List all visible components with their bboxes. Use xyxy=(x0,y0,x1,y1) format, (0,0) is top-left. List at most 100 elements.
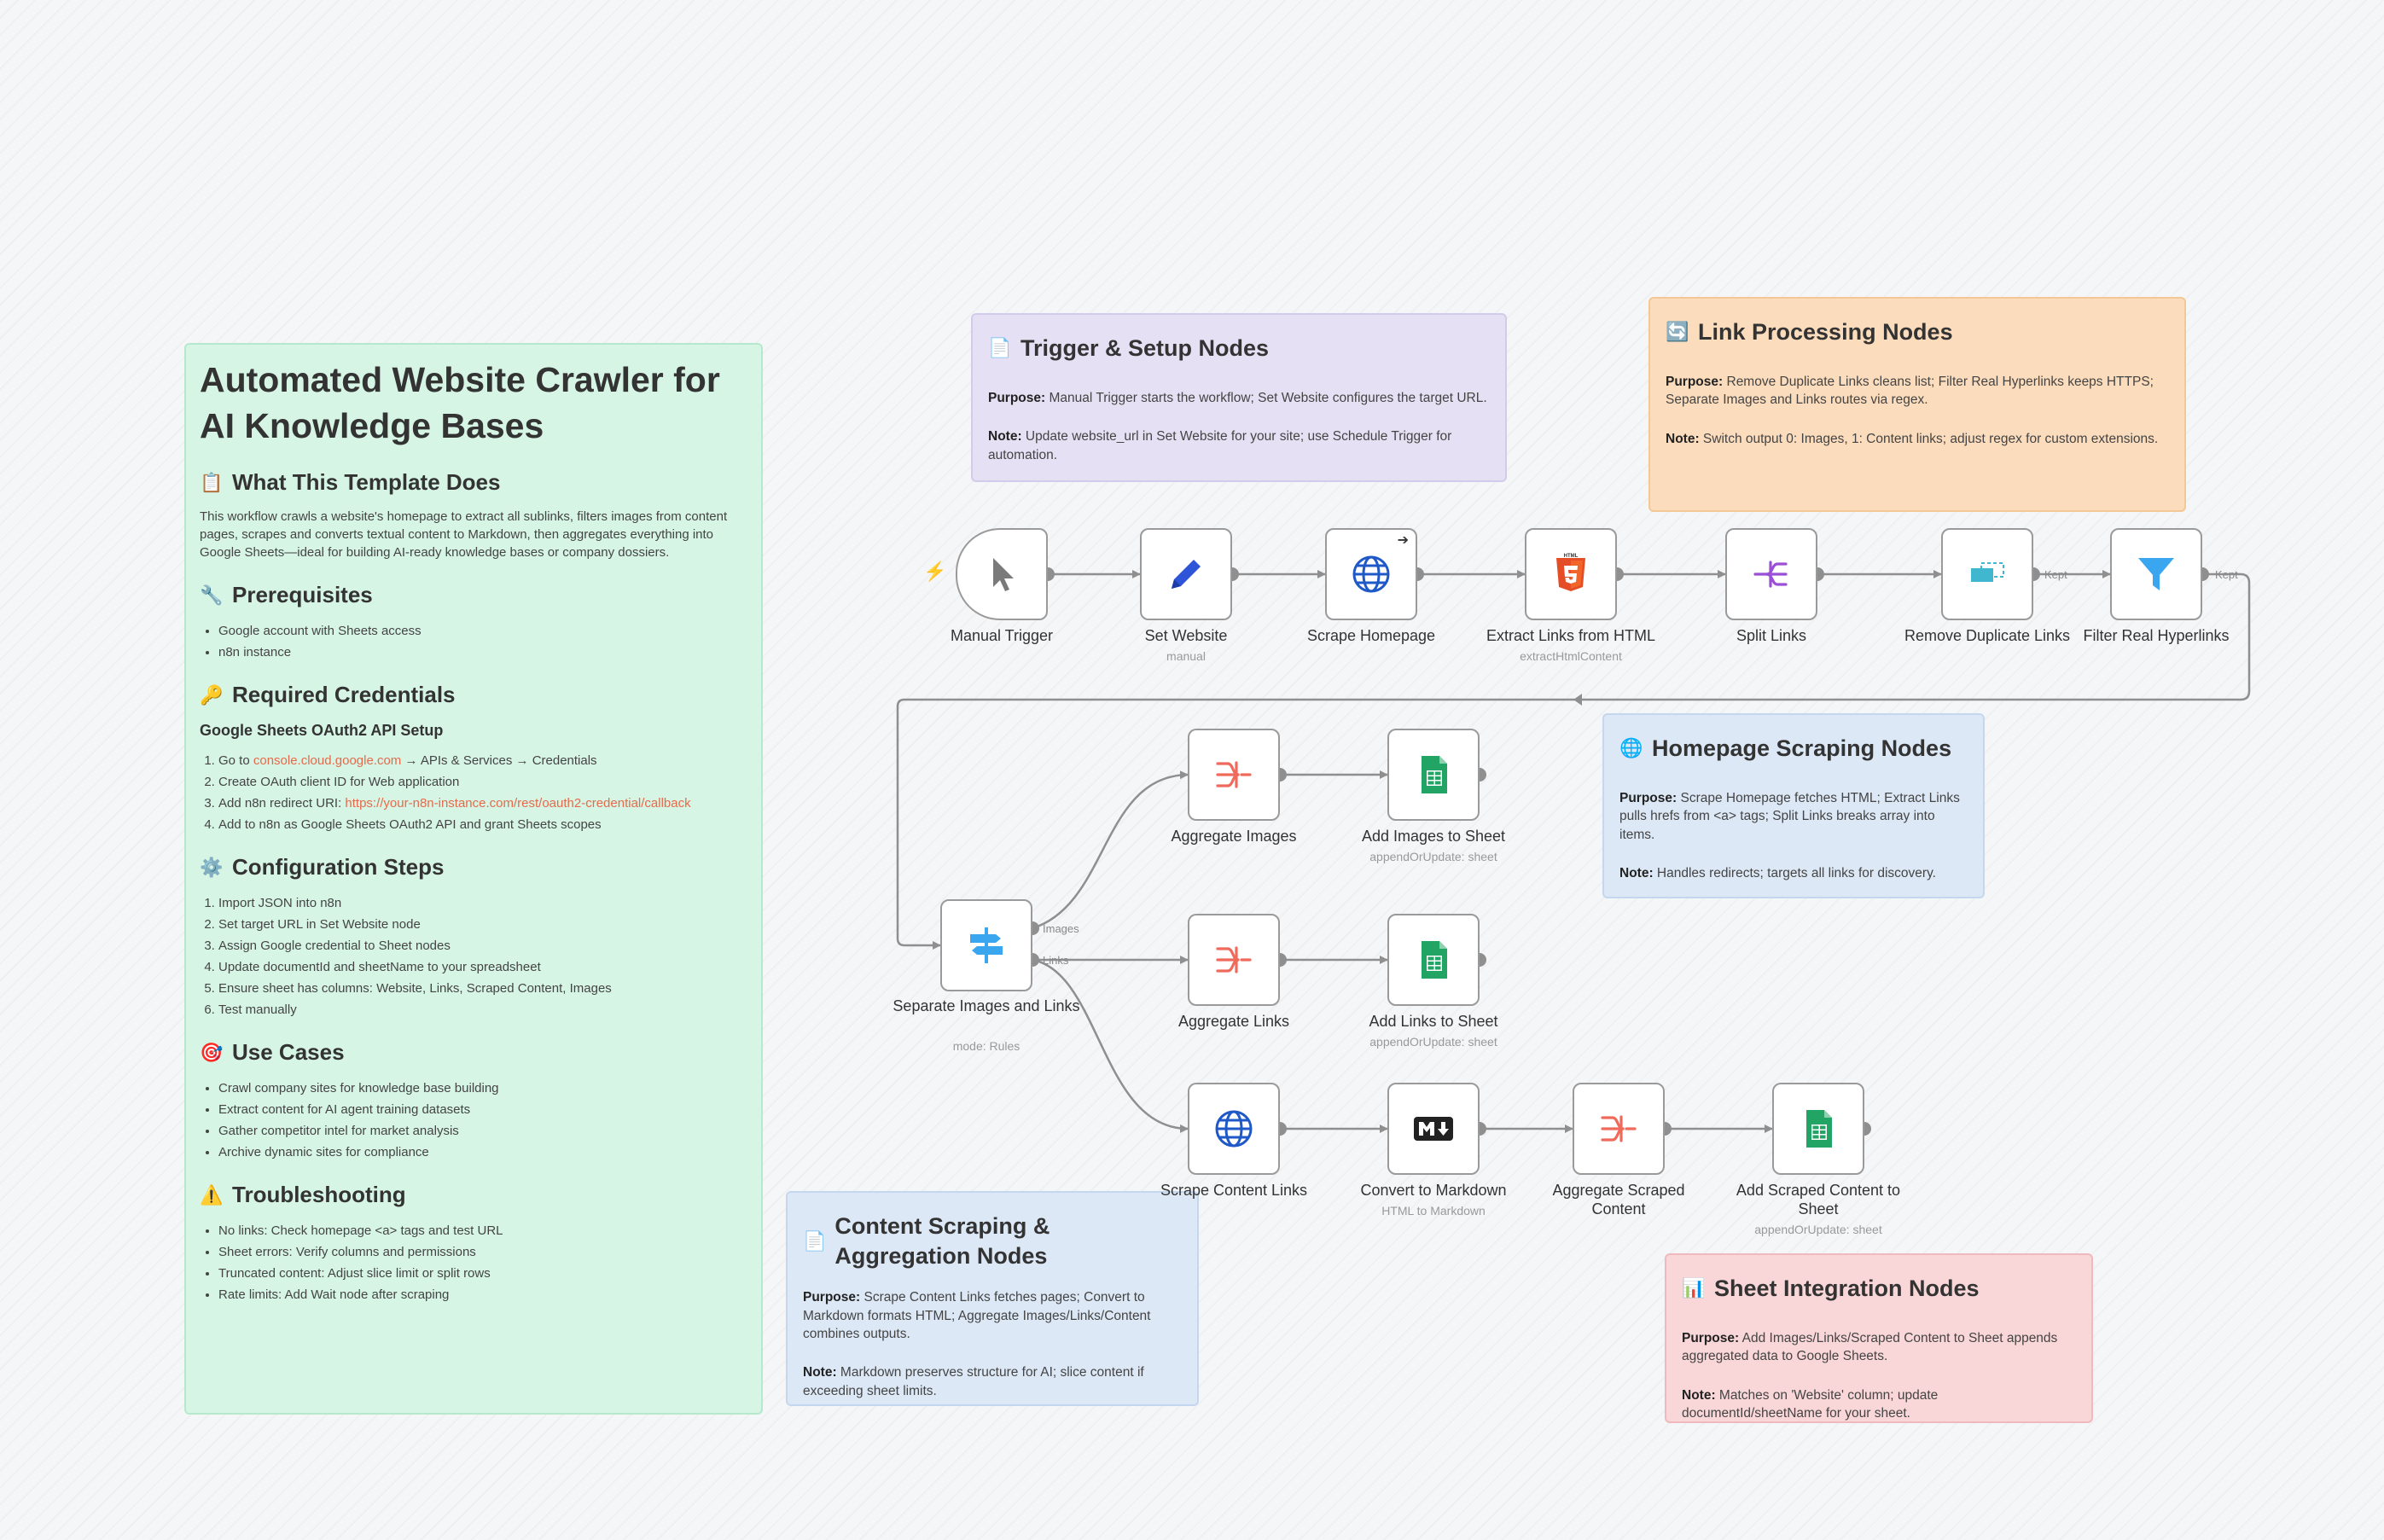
node-extract-links[interactable]: HTML xyxy=(1525,528,1617,620)
node-label: Set Website xyxy=(1144,627,1228,644)
overview-title: Automated Website Crawler for AI Knowled… xyxy=(200,360,720,445)
aggregate-icon xyxy=(1601,1115,1637,1142)
node-remove-duplicate-links[interactable] xyxy=(1941,528,2033,620)
list-item: Ensure sheet has columns: Website, Links… xyxy=(218,978,747,999)
markdown-icon xyxy=(1414,1117,1453,1141)
sticky-note-overview[interactable]: Automated Website Crawler for AI Knowled… xyxy=(184,343,763,1415)
node-add-links-to-sheet[interactable] xyxy=(1387,914,1480,1006)
node-filter-real-hyperlinks[interactable] xyxy=(2110,528,2202,620)
node-subtitle: mode: Rules xyxy=(952,1039,1020,1053)
prereq-list: Google account with Sheets access n8n in… xyxy=(200,620,747,663)
list-item: Add n8n redirect URI: https://your-n8n-i… xyxy=(218,793,747,814)
remove-duplicates-icon xyxy=(1971,562,2004,582)
node-label: Convert to Markdown xyxy=(1360,1182,1507,1199)
node-add-scraped-content-to-sheet[interactable] xyxy=(1772,1083,1864,1175)
node-aggregate-images[interactable] xyxy=(1188,729,1280,821)
node-subtitle: appendOrUpdate: sheet xyxy=(1369,1035,1497,1049)
sticky-purpose: Purpose: Remove Duplicate Links cleans l… xyxy=(1666,375,2154,408)
node-label: Aggregate Scraped Content xyxy=(1552,1182,1685,1217)
list-item: Sheet errors: Verify columns and permiss… xyxy=(218,1241,747,1263)
config-list: Import JSON into n8n Set target URL in S… xyxy=(200,892,747,1020)
heading-required-credentials: 🔑Required Credentials xyxy=(200,682,456,707)
sticky-heading: 📊Sheet Integration Nodes xyxy=(1682,1276,1980,1301)
node-subtitle: appendOrUpdate: sheet xyxy=(1754,1223,1882,1236)
sticky-note-sheet-integration[interactable]: 📊Sheet Integration Nodes Purpose: Add Im… xyxy=(1665,1253,2093,1423)
switch-icon xyxy=(970,927,1003,963)
heading-prerequisites: 🔧Prerequisites xyxy=(200,582,373,607)
heading-what-this-template-does: 📋What This Template Does xyxy=(200,469,501,495)
list-item: No links: Check homepage <a> tags and te… xyxy=(218,1220,747,1241)
list-item: Rate limits: Add Wait node after scrapin… xyxy=(218,1284,747,1305)
list-item: Set target URL in Set Website node xyxy=(218,914,747,935)
bar-chart-icon: 📊 xyxy=(1682,1277,1706,1299)
aggregate-icon xyxy=(1216,946,1252,973)
wire-separate-aggimages xyxy=(1032,770,1189,930)
node-label: Aggregate Links xyxy=(1177,1013,1290,1030)
wrench-icon: 🔧 xyxy=(200,584,224,606)
label-kept-1: Kept xyxy=(2044,568,2067,581)
sticky-note: Note: Matches on 'Website' column; updat… xyxy=(1682,1387,1939,1421)
list-item: Create OAuth client ID for Web applicati… xyxy=(218,771,747,793)
node-subtitle: extractHtmlContent xyxy=(1520,649,1622,663)
usecases-list: Crawl company sites for knowledge base b… xyxy=(200,1078,747,1163)
list-item: Import JSON into n8n xyxy=(218,892,747,914)
node-label: Remove Duplicate Links xyxy=(1904,627,2071,644)
sticky-heading: 🔄Link Processing Nodes xyxy=(1666,319,1953,345)
list-item: Add to n8n as Google Sheets OAuth2 API a… xyxy=(218,814,747,835)
what-body: This workflow crawls a website's homepag… xyxy=(200,509,728,560)
list-item: Google account with Sheets access xyxy=(218,620,747,642)
node-label: Scrape Homepage xyxy=(1306,627,1436,644)
sticky-note-link-processing[interactable]: 🔄Link Processing Nodes Purpose: Remove D… xyxy=(1648,297,2186,512)
node-label: Filter Real Hyperlinks xyxy=(2083,627,2230,644)
pencil-icon xyxy=(1172,560,1201,589)
target-icon: 🎯 xyxy=(200,1041,224,1063)
list-item: Truncated content: Adjust slice limit or… xyxy=(218,1263,747,1284)
cursor-icon xyxy=(993,558,1014,591)
node-label: Aggregate Images xyxy=(1171,828,1297,845)
sticky-purpose: Purpose: Scrape Content Links fetches pa… xyxy=(803,1290,1151,1341)
page-icon: 📄 xyxy=(803,1229,827,1252)
heading-use-cases: 🎯Use Cases xyxy=(200,1039,345,1065)
aggregate-icon xyxy=(1216,761,1252,788)
node-label: Extract Links from HTML xyxy=(1486,627,1656,644)
list-item: Go to console.cloud.google.com → APIs & … xyxy=(218,750,747,771)
label-kept-2: Kept xyxy=(2215,568,2238,581)
node-label: Split Links xyxy=(1736,627,1807,644)
node-label: Add Links to Sheet xyxy=(1369,1013,1498,1030)
sticky-note-homepage-scraping[interactable]: 🌐Homepage Scraping Nodes Purpose: Scrape… xyxy=(1602,713,1985,898)
node-scrape-homepage[interactable]: ➔ xyxy=(1325,528,1417,620)
filter-icon xyxy=(2138,558,2174,590)
sticky-heading: 🌐Homepage Scraping Nodes xyxy=(1619,735,1952,761)
list-item: n8n instance xyxy=(218,642,747,663)
sticky-purpose: Purpose: Scrape Homepage fetches HTML; E… xyxy=(1619,791,1960,842)
node-manual-trigger[interactable] xyxy=(956,528,1048,620)
node-label: Separate Images and Links xyxy=(893,997,1080,1014)
node-add-images-to-sheet[interactable] xyxy=(1387,729,1480,821)
heading-configuration-steps: ⚙️Configuration Steps xyxy=(200,854,445,880)
html5-icon: HTML xyxy=(1556,554,1585,591)
sticky-note-trigger-setup[interactable]: 📄Trigger & Setup Nodes Purpose: Manual T… xyxy=(971,313,1507,482)
console-link[interactable]: console.cloud.google.com xyxy=(253,753,402,768)
node-subtitle: HTML to Markdown xyxy=(1381,1204,1486,1217)
label-images: Images xyxy=(1043,922,1079,935)
svg-text:HTML: HTML xyxy=(1564,554,1579,559)
clipboard-icon: 📋 xyxy=(200,471,224,493)
list-item: Assign Google credential to Sheet nodes xyxy=(218,935,747,956)
node-split-links[interactable] xyxy=(1725,528,1817,620)
external-arrow-icon: ➔ xyxy=(1397,533,1409,548)
node-scrape-content-links[interactable] xyxy=(1188,1083,1280,1175)
warning-icon: ⚠️ xyxy=(200,1183,224,1206)
sticky-purpose: Purpose: Add Images/Links/Scraped Conten… xyxy=(1682,1331,2058,1364)
node-label: Scrape Content Links xyxy=(1160,1182,1308,1199)
node-aggregate-scraped-content[interactable] xyxy=(1573,1083,1665,1175)
redirect-uri-link[interactable]: https://your-n8n-instance.com/rest/oauth… xyxy=(345,796,691,811)
node-aggregate-links[interactable] xyxy=(1188,914,1280,1006)
sticky-note: Note: Update website_url in Set Website … xyxy=(988,429,1452,462)
node-separate-images-and-links[interactable] xyxy=(940,899,1032,991)
sticky-note-content-scraping[interactable]: 📄Content Scraping & Aggregation Nodes Pu… xyxy=(786,1191,1199,1406)
node-label: Manual Trigger xyxy=(950,627,1054,644)
troubleshooting-list: No links: Check homepage <a> tags and te… xyxy=(200,1220,747,1305)
node-convert-to-markdown[interactable] xyxy=(1387,1083,1480,1175)
node-set-website[interactable] xyxy=(1140,528,1232,620)
